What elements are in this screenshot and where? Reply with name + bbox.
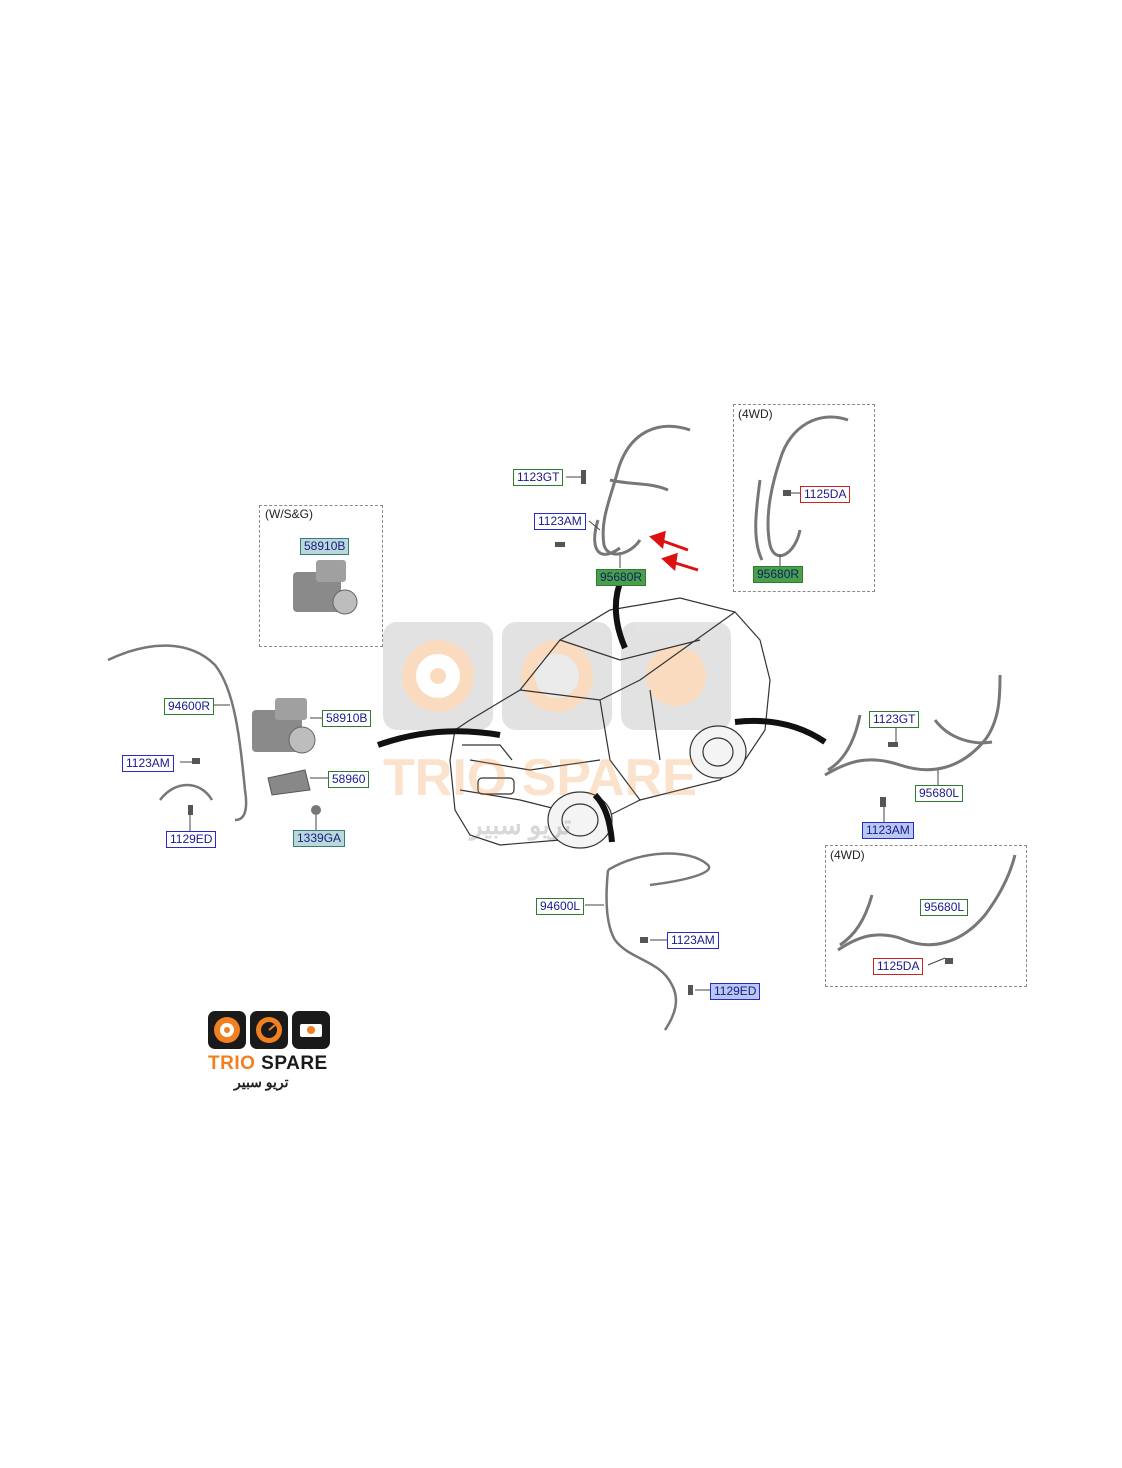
part-label-95680R[interactable]: 95680R bbox=[596, 569, 647, 586]
panel-wsg bbox=[259, 505, 383, 647]
part-label-1125DA-top[interactable]: 1125DA bbox=[800, 486, 851, 503]
part-label-1123AM-bottom[interactable]: 1123AM bbox=[667, 932, 719, 949]
part-label-95680R-4wd[interactable]: 95680R bbox=[753, 566, 804, 583]
abs-module bbox=[252, 698, 316, 754]
harness-95680R bbox=[593, 424, 691, 556]
part-label-58910B[interactable]: 58910B bbox=[322, 710, 372, 727]
panel-4wd-top bbox=[733, 404, 875, 592]
panel-4wd-bottom bbox=[825, 845, 1027, 987]
part-label-1123AM-left[interactable]: 1123AM bbox=[122, 755, 174, 772]
part-label-94600R[interactable]: 94600R bbox=[164, 698, 215, 715]
part-label-1129ED-bottom[interactable]: 1129ED bbox=[710, 983, 761, 1000]
part-label-1123AM-right[interactable]: 1123AM bbox=[862, 822, 914, 839]
part-label-58960[interactable]: 58960 bbox=[328, 771, 370, 788]
watermark-logo bbox=[383, 622, 731, 730]
part-label-95680L-4wd[interactable]: 95680L bbox=[920, 899, 969, 916]
part-label-1339GA[interactable]: 1339GA bbox=[293, 830, 346, 847]
part-label-1123GT-top[interactable]: 1123GT bbox=[513, 469, 564, 486]
watermark-text: TRIO SPARE bbox=[383, 749, 697, 807]
panel-wsg-caption: (W/S&G) bbox=[265, 507, 313, 521]
harness-94600L bbox=[605, 852, 711, 1031]
harness-95680R-4wd bbox=[754, 415, 849, 561]
bolts bbox=[188, 470, 953, 995]
harness-94600R bbox=[107, 644, 248, 822]
brand-logo-title: TRIO SPARE bbox=[208, 1053, 328, 1074]
part-label-1129ED-left[interactable]: 1129ED bbox=[166, 831, 217, 848]
brand-logo-icons bbox=[208, 1011, 330, 1049]
panel-4wd-top-caption: (4WD) bbox=[738, 407, 773, 421]
part-label-1125DA-bottom[interactable]: 1125DA bbox=[873, 958, 924, 975]
harness-95680L bbox=[824, 674, 1002, 777]
part-label-95680L[interactable]: 95680L bbox=[915, 785, 964, 802]
abs-module-wsg bbox=[293, 560, 358, 615]
nut-1339GA bbox=[311, 805, 321, 815]
brand-logo-arabic: تريو سبير bbox=[234, 1074, 289, 1090]
car-illustration bbox=[449, 597, 771, 849]
harness-95680L-4wd bbox=[837, 854, 1017, 952]
red-arrows bbox=[649, 530, 699, 572]
bracket-58960 bbox=[267, 769, 311, 796]
part-label-94600L[interactable]: 94600L bbox=[536, 898, 585, 915]
part-label-58910B-wsg[interactable]: 58910B bbox=[300, 538, 350, 555]
part-label-1123AM-top[interactable]: 1123AM bbox=[534, 513, 586, 530]
part-label-1123GT-right[interactable]: 1123GT bbox=[869, 711, 920, 728]
panel-4wd-bottom-caption: (4WD) bbox=[830, 848, 865, 862]
watermark-arabic: تريو سبير bbox=[470, 810, 572, 840]
